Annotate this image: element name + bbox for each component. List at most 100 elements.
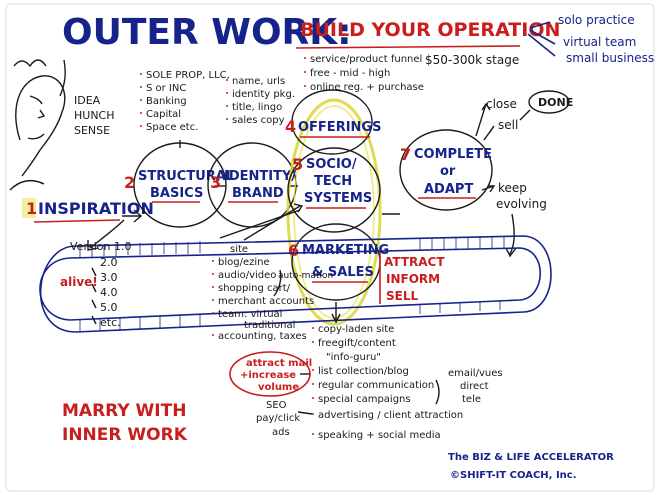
step1-underline xyxy=(33,219,121,223)
version-2: 2.0 xyxy=(100,256,118,269)
structural-note-3: Banking xyxy=(146,96,187,107)
systems-note-6: team: virtual xyxy=(218,309,282,320)
note-solo-practice: solo practice xyxy=(558,13,635,27)
marketing-note-7: advertising / client attraction xyxy=(318,410,463,421)
identity-note-2: identity pkg. xyxy=(232,89,295,100)
attract-volume-line1: attract mail xyxy=(246,358,312,369)
frame xyxy=(5,3,655,492)
note-small-business: small business xyxy=(566,51,654,65)
step7-circle xyxy=(399,129,493,211)
attract-volume-line2: +increase xyxy=(240,370,296,381)
keep-label: keep xyxy=(498,181,527,195)
automation-label: auto-mation xyxy=(278,271,333,281)
version-3: 3.0 xyxy=(100,271,118,284)
channel-tele: tele xyxy=(462,394,481,405)
arrow-systems-link xyxy=(243,203,304,241)
step5-label-line3: SYSTEMS xyxy=(304,191,372,206)
inform-label: INFORM xyxy=(386,272,440,286)
credit-line1: The BIZ & LIFE ACCELERATOR xyxy=(448,452,614,463)
evolving-label: evolving xyxy=(496,197,547,211)
marketing-note-5: regular communication xyxy=(318,380,434,391)
person-note-sense: SENSE xyxy=(74,124,110,137)
step7-label-line2: or xyxy=(440,164,456,179)
subtitle-underline xyxy=(295,45,521,49)
step4-circle xyxy=(291,89,373,155)
stage-brackets xyxy=(527,21,556,57)
marketing-note-4: list collection/blog xyxy=(318,366,409,377)
version-1: Version 1.0 xyxy=(70,240,131,253)
marketing-note-8: speaking + social media xyxy=(318,430,441,441)
page-subtitle: BUILD YOUR OPERATION xyxy=(300,19,560,41)
structural-bullets xyxy=(140,73,142,127)
step5-label-line2: TECH xyxy=(314,174,352,189)
structural-note-4: Capital xyxy=(146,109,181,120)
seo-note-3: ads xyxy=(272,427,290,438)
done-connector xyxy=(519,109,531,121)
complete-note-sell: sell xyxy=(498,118,518,132)
step4-label: OFFERINGS xyxy=(298,120,381,135)
person-note-hunch: HUNCH xyxy=(74,109,115,122)
systems-note-2: blog/ezine xyxy=(218,257,270,268)
systems-note-7: traditional xyxy=(244,320,295,331)
version-cycle-loop-outer xyxy=(39,235,552,333)
channel-brace xyxy=(435,379,440,405)
offerings-note-3: online reg. + purchase xyxy=(310,82,424,93)
version-5: 5.0 xyxy=(100,301,118,314)
marketing-bullets xyxy=(312,327,314,435)
arrow-inspiration-to-versions xyxy=(87,219,125,251)
arrow-keep-evolving xyxy=(481,185,496,193)
step3-number: 3 xyxy=(210,173,221,192)
marketing-note-6: special campaigns xyxy=(318,394,411,405)
step5-label-line1: SOCIO/ xyxy=(306,157,357,172)
offerings-bullets xyxy=(304,57,306,87)
identity-note-4: sales copy xyxy=(232,115,285,126)
step2-label-line2: BASICS xyxy=(150,186,203,201)
seo-note-2: pay/click xyxy=(256,413,300,424)
identity-note-1: name, urls xyxy=(232,76,285,87)
structural-note-1: SOLE PROP, LLC, xyxy=(146,70,230,81)
credit-line2: ©SHIFT-IT COACH, Inc. xyxy=(450,470,577,481)
step5-number: 5 xyxy=(292,155,303,174)
seo-connector xyxy=(297,411,313,415)
step2-number: 2 xyxy=(124,173,135,192)
step5-circle xyxy=(287,147,381,233)
step7-label-line3: ADAPT xyxy=(424,182,473,197)
marry-line2: INNER WORK xyxy=(62,425,188,445)
arrow-evolving-to-loop xyxy=(505,213,517,258)
step7-number: 7 xyxy=(400,145,411,164)
done-label: DONE xyxy=(538,96,573,109)
systems-note-5: merchant accounts xyxy=(218,296,314,307)
complete-note-close: close xyxy=(486,97,517,111)
systems-link-2 xyxy=(219,209,301,239)
step6-number: 6 xyxy=(288,241,299,260)
thought-line xyxy=(59,59,66,97)
marry-line1: MARRY WITH xyxy=(62,401,186,421)
systems-note-8: accounting, taxes xyxy=(218,331,307,342)
loop-hatching xyxy=(79,237,505,332)
step1-highlight xyxy=(22,198,36,218)
automation-brace xyxy=(273,269,282,297)
note-virtual-team: virtual team xyxy=(563,35,636,49)
seo-note-1: SEO xyxy=(266,400,287,411)
arrow-1-2 xyxy=(122,209,143,223)
arrow-sell xyxy=(483,125,495,141)
sell-label: SELL xyxy=(386,289,418,303)
version-etc: etc. xyxy=(100,316,121,329)
step6-circle xyxy=(291,223,381,301)
identity-bullets xyxy=(226,79,228,120)
step3-label-line1: IDENTITY/ xyxy=(224,169,296,184)
systems-bullets xyxy=(212,260,214,336)
step1-number: 1 xyxy=(26,199,37,218)
alive-label: alive! xyxy=(60,275,98,289)
stage-label: $50-300k stage xyxy=(425,53,519,67)
arrow-close xyxy=(475,102,491,137)
channel-email: email/vues xyxy=(448,368,503,379)
arrow-marketing-down xyxy=(331,302,341,324)
person-note-idea: IDEA xyxy=(74,94,101,107)
offerings-note-2: free - mid - high xyxy=(310,68,390,79)
step6-label-line1: MARKETING xyxy=(302,243,389,258)
yellow-highlight-loop xyxy=(286,98,382,326)
step6-label-line2: & SALES xyxy=(312,265,374,280)
